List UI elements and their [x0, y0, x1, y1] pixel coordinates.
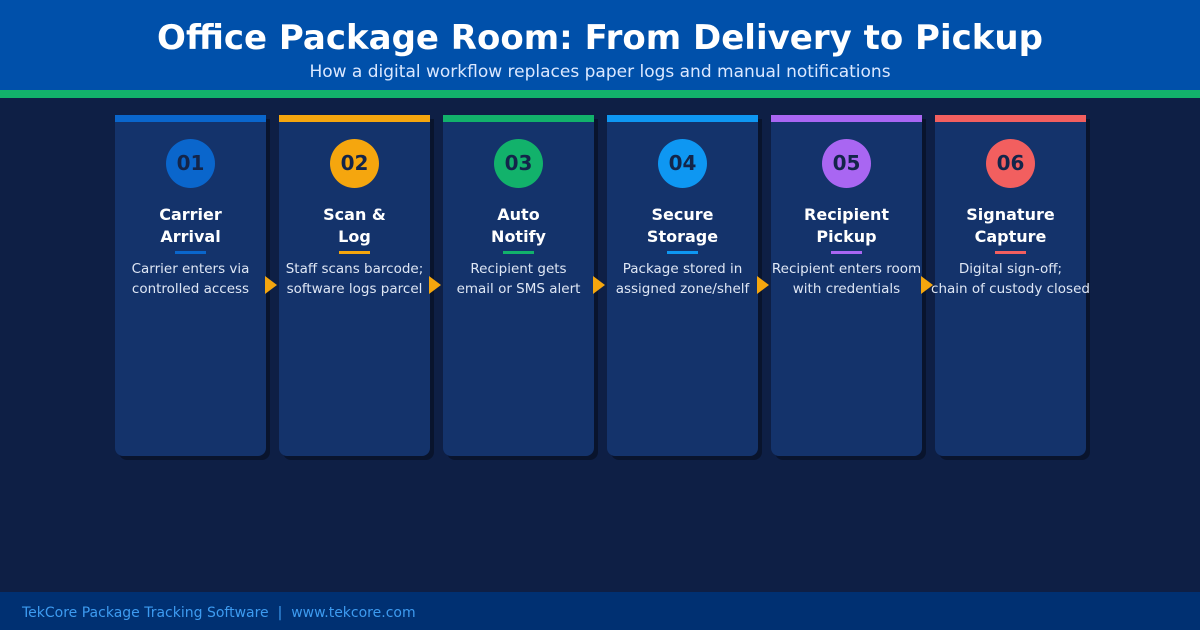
- chevron-right-icon: [265, 276, 277, 294]
- step-number-badge: 02: [330, 139, 379, 188]
- page-title: Office Package Room: From Delivery to Pi…: [157, 18, 1043, 58]
- step-title-underline: [503, 251, 534, 254]
- step-description-line: assigned zone/shelf: [615, 281, 750, 297]
- step-title-line: Storage: [646, 227, 719, 246]
- chevron-right-icon: [921, 276, 933, 294]
- step-accent-bar: [443, 115, 594, 122]
- step-description-line: Recipient enters room: [771, 261, 922, 277]
- step-title-underline: [667, 251, 698, 254]
- step-title-line: Carrier: [159, 205, 222, 224]
- step-number-badge: 06: [986, 139, 1035, 188]
- step-description-line: with credentials: [792, 281, 901, 297]
- step-number-badge: 01: [166, 139, 215, 188]
- chevron-right-icon: [429, 276, 441, 294]
- step-description: Package stored in assigned zone/shelf: [603, 259, 762, 299]
- step-number-badge: 05: [822, 139, 871, 188]
- footer-text: TekCore Package Tracking Software | www.…: [22, 605, 416, 621]
- step-description-line: chain of custody closed: [931, 281, 1090, 297]
- step-title-line: Auto: [497, 205, 540, 224]
- step-description-line: Digital sign-off;: [958, 261, 1063, 277]
- step-accent-bar: [115, 115, 266, 122]
- step-title-line: Recipient: [804, 205, 889, 224]
- step-title-line: Arrival: [160, 227, 221, 246]
- step-description: Recipient enters room with credentials: [767, 259, 926, 299]
- step-accent-bar: [607, 115, 758, 122]
- step-title-underline: [339, 251, 370, 254]
- step-title-underline: [175, 251, 206, 254]
- step-description: Staff scans barcode; software logs parcel: [275, 259, 434, 299]
- page-subtitle: How a digital workflow replaces paper lo…: [309, 62, 891, 82]
- step-description-line: Recipient gets: [470, 261, 567, 277]
- step-number-badge: 03: [494, 139, 543, 188]
- header-divider: [0, 90, 1200, 98]
- step-description-line: Staff scans barcode;: [285, 261, 424, 277]
- step-number-badge: 04: [658, 139, 707, 188]
- footer-bar: TekCore Package Tracking Software | www.…: [0, 592, 1200, 630]
- step-title-line: Signature: [966, 205, 1055, 224]
- step-title-line: Log: [338, 227, 371, 246]
- step-description: Carrier enters via controlled access: [111, 259, 270, 299]
- step-title-line: Scan &: [323, 205, 386, 224]
- header-banner: Office Package Room: From Delivery to Pi…: [0, 0, 1200, 90]
- chevron-right-icon: [593, 276, 605, 294]
- chevron-right-icon: [757, 276, 769, 294]
- step-description: Digital sign-off; chain of custody closed: [931, 259, 1090, 299]
- step-description-line: email or SMS alert: [456, 281, 581, 297]
- step-accent-bar: [935, 115, 1086, 122]
- step-title: Scan & Log: [279, 204, 430, 248]
- step-description-line: controlled access: [131, 281, 250, 297]
- step-description-line: Package stored in: [622, 261, 743, 277]
- step-accent-bar: [279, 115, 430, 122]
- step-title-line: Secure: [651, 205, 714, 224]
- step-title-line: Capture: [974, 227, 1047, 246]
- step-title-line: Notify: [491, 227, 546, 246]
- step-title-line: Pickup: [816, 227, 877, 246]
- step-description-line: Carrier enters via: [131, 261, 250, 277]
- step-title-underline: [831, 251, 862, 254]
- step-accent-bar: [771, 115, 922, 122]
- step-description: Recipient gets email or SMS alert: [439, 259, 598, 299]
- step-title-underline: [995, 251, 1026, 254]
- step-description-line: software logs parcel: [286, 281, 423, 297]
